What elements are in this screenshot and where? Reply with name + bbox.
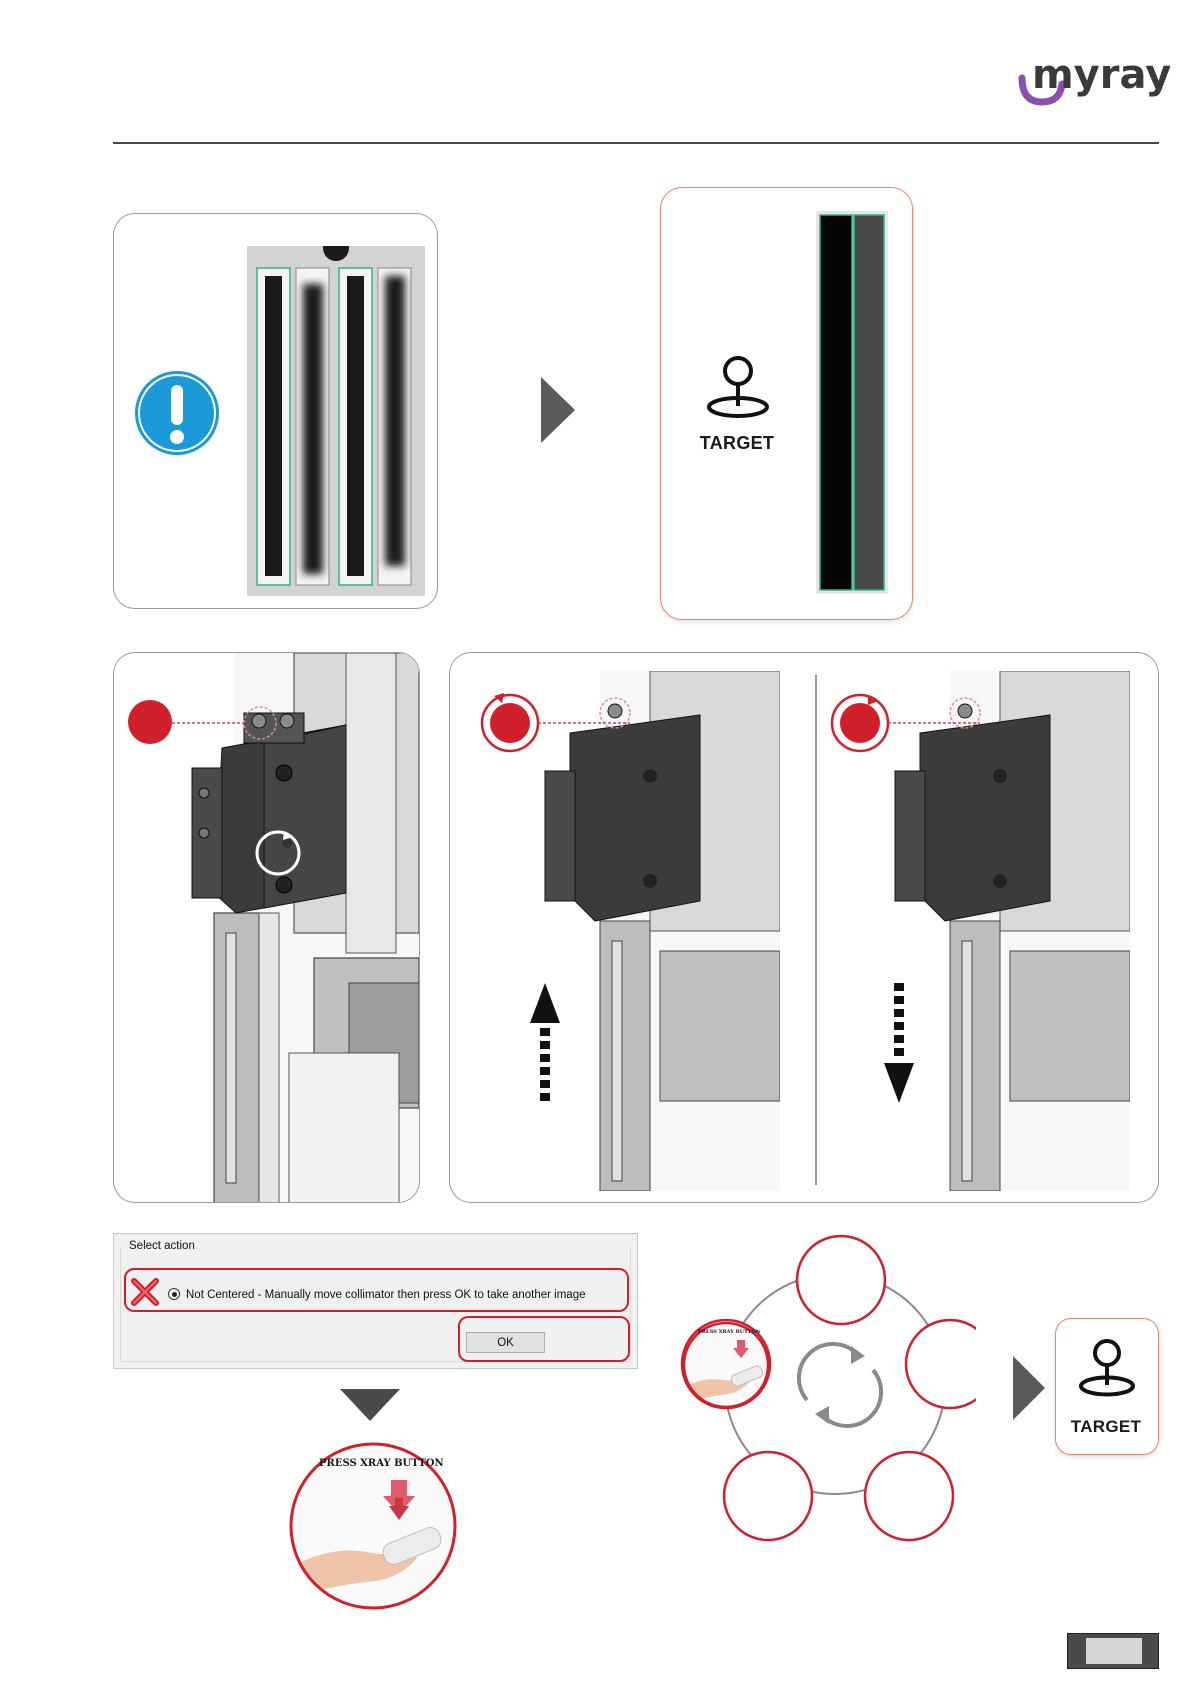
page-tab-inner <box>1086 1638 1142 1664</box>
press-xray-label: PRESS XRAY BUTTON <box>319 1458 444 1469</box>
adjust-screw-panel <box>113 652 420 1203</box>
arrow-up-icon <box>530 983 560 1108</box>
press-xray-button-small: PRESS XRAY BUTTON <box>681 1320 771 1415</box>
page-tab <box>1067 1633 1159 1669</box>
brand-name: myray <box>1032 52 1170 98</box>
rotate-screw-icon <box>253 828 303 883</box>
arrow-right-icon <box>541 377 575 448</box>
dialog-title: Select action <box>127 1240 197 1252</box>
ok-button[interactable]: OK <box>466 1332 545 1353</box>
cycle-arrows-icon <box>795 1340 885 1435</box>
location-pin-icon <box>705 354 771 425</box>
panel-divider <box>815 675 817 1185</box>
exposure-strip-image <box>247 246 425 601</box>
ccw-step-marker <box>480 693 630 753</box>
press-xray-button-illustration: PRESS XRAY BUTTON <box>287 1440 459 1617</box>
arrow-right-icon <box>1013 1356 1045 1425</box>
target-label-small: TARGET <box>1056 1417 1156 1437</box>
press-xray-small-label: PRESS XRAY BUTTON <box>698 1329 760 1335</box>
adjust-direction-panel <box>449 652 1159 1203</box>
centered-strip-image <box>816 211 888 599</box>
brand-logo: myray <box>1010 50 1170 110</box>
red-x-icon <box>130 1277 160 1312</box>
target-card-small: TARGET <box>1055 1318 1159 1455</box>
not-centered-option-label[interactable]: Not Centered - Manually move collimator … <box>186 1289 586 1301</box>
arrow-down-icon <box>340 1389 400 1426</box>
select-action-dialog: Select action Not Centered - Manually mo… <box>113 1233 638 1369</box>
location-pin-icon <box>1077 1337 1137 1404</box>
target-card: TARGET <box>660 187 913 620</box>
arrow-down-icon <box>884 983 914 1108</box>
exclamation-circle-icon <box>133 369 221 462</box>
step-marker <box>126 698 174 751</box>
not-centered-radio[interactable] <box>168 1288 180 1300</box>
not-centered-panel <box>113 213 438 609</box>
header-rule <box>113 142 1159 144</box>
cw-step-marker <box>830 693 980 753</box>
target-label: TARGET <box>687 433 787 454</box>
